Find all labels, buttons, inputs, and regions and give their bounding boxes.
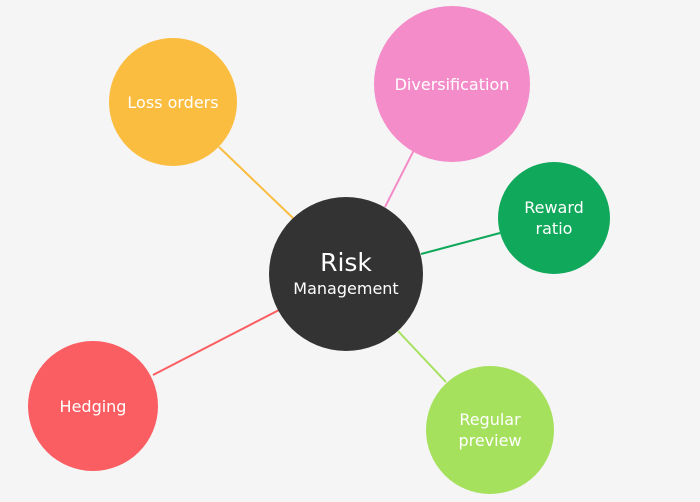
node-regular-preview-line2: preview [458, 431, 522, 450]
connector-loss-orders [218, 146, 295, 220]
node-loss-orders: Loss orders [109, 38, 237, 166]
node-hedging-label: Hedging [59, 396, 127, 416]
node-reward-ratio-line1: Reward [524, 198, 584, 217]
node-diversification-label: Diversification [394, 74, 510, 94]
node-diversification: Diversification [374, 6, 530, 162]
connector-regular-preview [397, 330, 447, 383]
node-regular-preview-line1: Regular [459, 410, 521, 429]
central-node-title: Risk [320, 248, 372, 277]
central-node-risk-management: Risk Management [269, 197, 423, 351]
connector-diversification [384, 149, 415, 208]
connector-hedging [152, 309, 280, 376]
node-regular-preview: Regular preview [426, 366, 554, 494]
central-node-subtitle: Management [293, 279, 399, 298]
node-loss-orders-label: Loss orders [127, 92, 219, 112]
node-reward-ratio: Reward ratio [498, 162, 610, 274]
connector-reward-ratio [420, 232, 501, 255]
node-reward-ratio-line2: ratio [535, 219, 573, 238]
node-hedging: Hedging [28, 341, 158, 471]
